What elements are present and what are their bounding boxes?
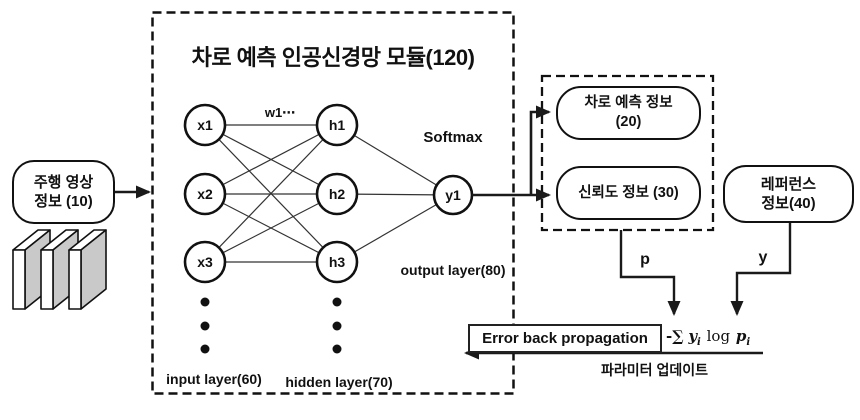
driving-image-info-box: 주행 영상 정보 (10) (12, 160, 115, 224)
node-x1-label: x1 (197, 117, 213, 133)
error-backprop-label: Error back propagation (482, 330, 648, 347)
softmax-label: Softmax (423, 129, 483, 146)
y-signal-label: y (758, 249, 768, 266)
input-layer-ellipsis (200, 297, 210, 354)
hidden-layer-label: hidden layer(70) (285, 374, 393, 390)
formula-p: p (735, 327, 747, 345)
confidence-info-box: 신뢰도 정보 (30) (556, 166, 701, 220)
node-h2-label: h2 (328, 186, 346, 202)
lane-pred-line1: 차로 예측 정보 (584, 95, 673, 112)
module-title: 차로 예측 인공신경망 모듈(120) (191, 45, 475, 70)
formula-y: y (688, 327, 698, 345)
error-backprop-box: Error back propagation (468, 324, 662, 353)
node-x2-circle (183, 172, 227, 216)
node-h3-circle (315, 240, 359, 284)
lane-pred-line2: (20) (615, 114, 642, 130)
formula-log: log (706, 327, 731, 345)
p-arrow (619, 230, 681, 316)
driving-box-line2: 정보 (10) (34, 193, 93, 210)
y-arrow (730, 221, 792, 316)
formula-y-sub: i (697, 337, 701, 348)
driving-box-line1: 주행 영상 (33, 173, 94, 191)
parameter-update-label: 파라미터 업데이트 (601, 362, 708, 378)
reference-info-box: 레퍼런스 정보(40) (723, 165, 854, 223)
module-dashed-border (151, 11, 515, 395)
input-hidden-connections (204, 124, 338, 263)
image-frames-icon (12, 229, 107, 310)
cross-entropy-formula: -∑ yi log pi (666, 327, 761, 348)
node-h1-label: h1 (328, 117, 346, 133)
formula-sigma: -∑ (666, 327, 684, 345)
node-x2-label: x2 (197, 186, 213, 202)
input-layer-label: input layer(60) (166, 371, 262, 387)
output-group-dashed-border (540, 74, 715, 232)
node-h1-circle (315, 103, 359, 147)
node-x3-circle (183, 240, 227, 284)
reference-line2: 정보(40) (761, 195, 816, 212)
node-y1-label: y1 (445, 187, 461, 203)
lane-prediction-branch-arrow (529, 105, 551, 195)
weight-label: w1⋯ (264, 105, 296, 120)
node-x1-circle (183, 103, 227, 147)
node-h3-label: h3 (328, 254, 346, 270)
node-h2-circle (315, 172, 359, 216)
image-frame-3 (68, 229, 107, 310)
p-signal-label: p (640, 251, 650, 268)
node-x3-label: x3 (197, 254, 213, 270)
output-layer-label: output layer(80) (400, 262, 506, 278)
hidden-layer-ellipsis (332, 297, 342, 354)
confidence-label: 신뢰도 정보 (30) (578, 184, 679, 201)
reference-line1: 레퍼런스 (760, 175, 817, 193)
neuron-circles (183, 103, 474, 284)
formula-p-sub: i (746, 337, 751, 348)
lane-prediction-info-box: 차로 예측 정보 (20) (556, 86, 701, 140)
